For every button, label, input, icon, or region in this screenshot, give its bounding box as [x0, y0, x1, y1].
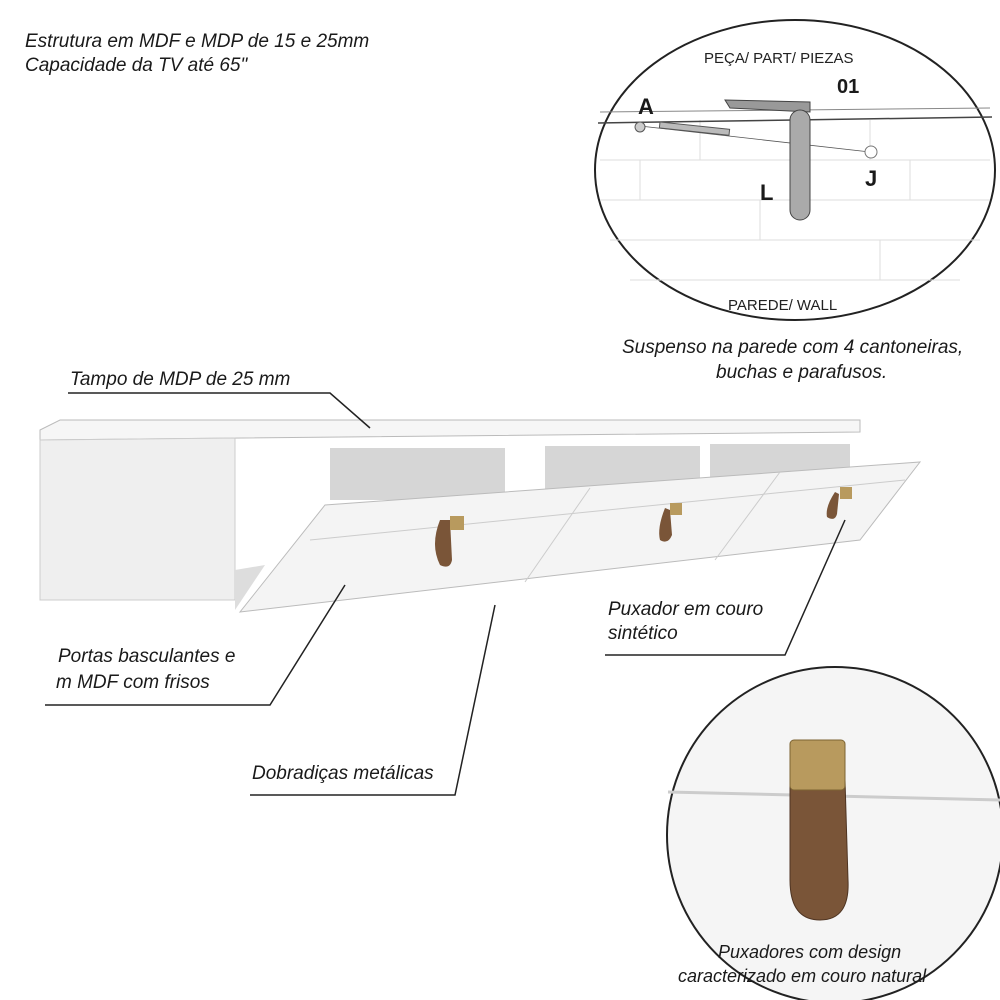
letter-a: A: [638, 94, 654, 119]
install-caption-2: buchas e parafusos.: [716, 362, 888, 383]
header-line-2: Capacidade da TV até 65": [25, 55, 248, 76]
callout-hinges: Dobradiças metálicas: [252, 763, 434, 784]
callout-doors-1: Portas basculantes e: [58, 646, 236, 667]
install-caption-1: Suspenso na parede com 4 cantoneiras,: [622, 337, 964, 358]
wall-label: PAREDE/ WALL: [728, 297, 838, 314]
handle-detail-circle: [666, 666, 1000, 1000]
callout-doors-2: m MDF com frisos: [56, 672, 210, 693]
handle-caption-2: caracterizado em couro natural: [678, 966, 927, 986]
callout-handle-2: sintético: [608, 623, 678, 644]
part-number: 01: [837, 76, 860, 98]
letter-l: L: [760, 180, 774, 205]
tv-rack-illustration: [39, 419, 922, 613]
header-line-1: Estrutura em MDF e MDP de 15 e 25mm: [25, 31, 370, 52]
callout-top: Tampo de MDP de 25 mm: [70, 369, 291, 390]
install-detail-circle: [594, 19, 996, 321]
letter-j: J: [865, 166, 878, 191]
handle-caption-1: Puxadores com design: [718, 942, 902, 962]
parts-label: PEÇA/ PART/ PIEZAS: [704, 50, 854, 67]
callout-handle-1: Puxador em couro: [608, 599, 764, 620]
leader-lines: [45, 392, 846, 796]
